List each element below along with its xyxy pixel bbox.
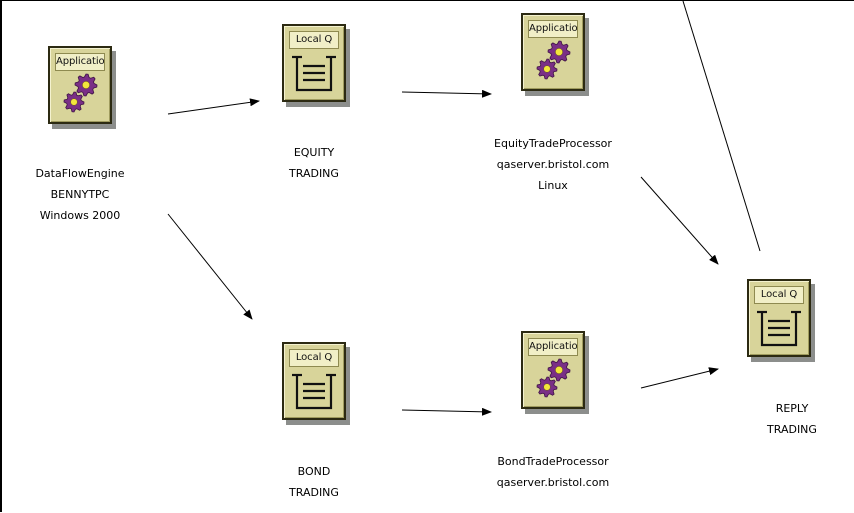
gear-small <box>536 58 558 80</box>
local-q-badge: Local Q <box>754 286 804 304</box>
queue-icon <box>757 310 801 347</box>
bond-processor-label: BondTradeProcessor qaserver.bristol.com <box>490 451 616 493</box>
label-line-1: REPLY <box>775 402 809 415</box>
connector-line-to-reply-queue <box>682 1 761 252</box>
gear-large <box>547 40 571 64</box>
arrow-bond-queue-to-bond-processor <box>401 407 492 416</box>
bond-queue-label: BOND TRADING <box>266 461 362 503</box>
label-line-host: qaserver.bristol.com <box>496 476 610 489</box>
equity-processor-label: EquityTradeProcessor qaserver.bristol.co… <box>490 133 616 196</box>
label-line-host: BENNYTPC <box>50 188 110 201</box>
gear-large <box>74 73 98 97</box>
label-line-name: BondTradeProcessor <box>497 455 609 468</box>
gears-icon <box>536 40 571 80</box>
arrow-equity-queue-to-equity-processor <box>401 89 492 98</box>
local-q-badge: Local Q <box>289 349 339 367</box>
gears-icon <box>63 73 98 113</box>
gear-small <box>536 376 558 398</box>
equity-queue-label: EQUITY TRADING <box>266 142 362 184</box>
label-line-name: EquityTradeProcessor <box>494 137 612 150</box>
label-line-host: qaserver.bristol.com <box>496 158 610 171</box>
label-line-name: DataFlowEngine <box>35 167 125 180</box>
label-line-2: TRADING <box>289 486 339 499</box>
node-bond-trade-processor[interactable]: Application <box>521 331 585 409</box>
application-badge: Application <box>528 20 578 38</box>
dataflow-engine-label: DataFlowEngine BENNYTPC Windows 2000 <box>30 163 130 226</box>
label-line-1: EQUITY <box>293 146 335 159</box>
arrow-equity-processor-to-reply-queue <box>640 176 719 265</box>
node-dataflow-engine[interactable]: Application <box>48 46 112 124</box>
arrow-engine-to-bond-queue <box>167 213 253 320</box>
gears-icon <box>536 358 571 398</box>
label-line-2: TRADING <box>767 423 817 436</box>
local-q-badge: Local Q <box>289 31 339 49</box>
node-bond-trading-queue[interactable]: Local Q <box>282 342 346 420</box>
node-equity-trade-processor[interactable]: Application <box>521 13 585 91</box>
queue-icon <box>292 373 336 410</box>
label-line-1: BOND <box>297 465 331 478</box>
gear-large <box>547 358 571 382</box>
application-badge: Application <box>55 53 105 71</box>
gear-small <box>63 91 85 113</box>
queue-tray <box>757 310 801 347</box>
arrow-engine-to-equity-queue <box>167 98 260 115</box>
node-reply-trading-queue[interactable]: Local Q <box>747 279 811 357</box>
queue-icon <box>292 55 336 92</box>
label-line-2: TRADING <box>289 167 339 180</box>
label-line-os: Linux <box>538 179 568 192</box>
label-line-os: Windows 2000 <box>39 209 121 222</box>
arrow-bond-processor-to-reply-queue <box>640 367 719 389</box>
node-equity-trading-queue[interactable]: Local Q <box>282 24 346 102</box>
queue-tray <box>292 55 336 92</box>
queue-tray <box>292 373 336 410</box>
reply-queue-label: REPLY TRADING <box>744 398 840 440</box>
application-badge: Application <box>528 338 578 356</box>
